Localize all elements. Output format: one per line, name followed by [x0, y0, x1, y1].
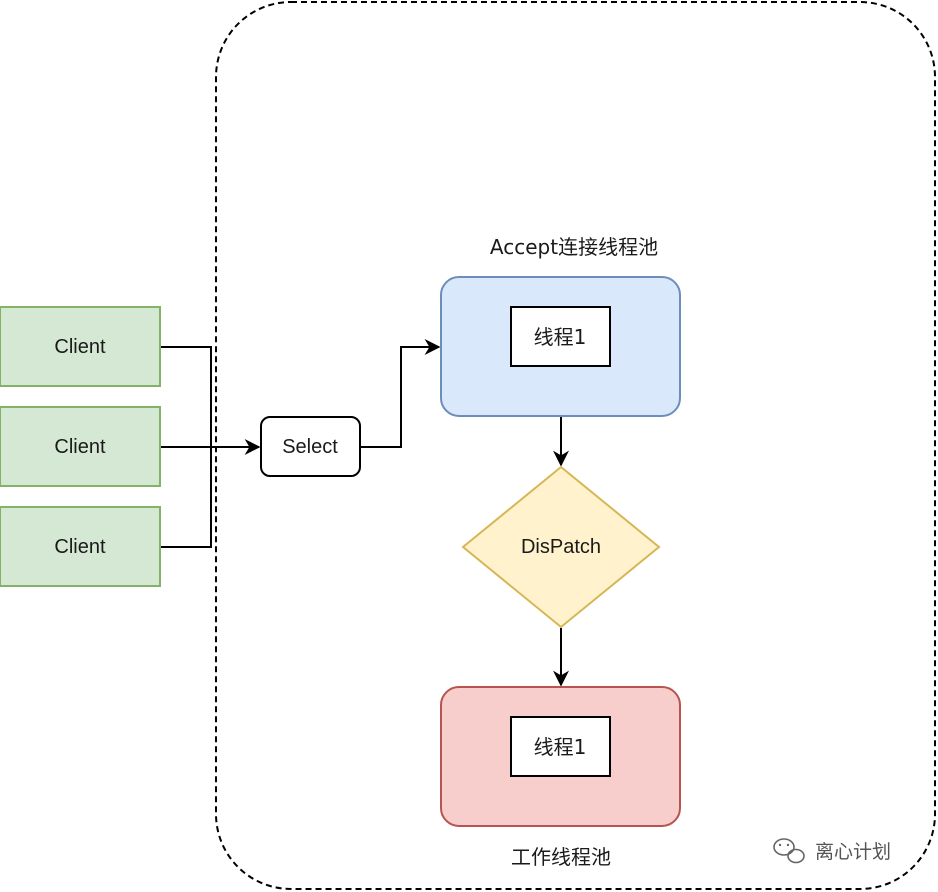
- client-label: Client: [54, 336, 106, 358]
- client-label: Client: [54, 536, 106, 558]
- client-node[interactable]: Client: [0, 506, 161, 587]
- dispatch-label: DisPatch: [521, 536, 601, 558]
- select-to-accept-arrow: [361, 339, 441, 448]
- watermark-text: 离心计划: [815, 841, 891, 863]
- server-boundary: [215, 1, 936, 890]
- watermark: 离心计划: [773, 838, 891, 864]
- select-node[interactable]: Select: [260, 416, 361, 477]
- client-connectors: [161, 346, 261, 548]
- accept-thread-box: [510, 306, 611, 367]
- worker-pool-title: 工作线程池: [511, 845, 611, 869]
- wechat-icon: [773, 838, 805, 864]
- accept-pool[interactable]: 线程1: [440, 276, 681, 417]
- client-label: Client: [54, 436, 106, 458]
- select-label: Select: [282, 436, 338, 458]
- dispatch-node[interactable]: DisPatch: [461, 465, 661, 629]
- worker-thread-label: 线程1: [534, 735, 587, 759]
- client-node[interactable]: Client: [0, 406, 161, 487]
- worker-thread-box: [510, 716, 611, 777]
- worker-pool[interactable]: 线程1: [440, 686, 681, 827]
- accept-pool-title: Accept连接线程池: [490, 235, 658, 259]
- client-node[interactable]: Client: [0, 306, 161, 387]
- accept-thread-label: 线程1: [534, 325, 587, 349]
